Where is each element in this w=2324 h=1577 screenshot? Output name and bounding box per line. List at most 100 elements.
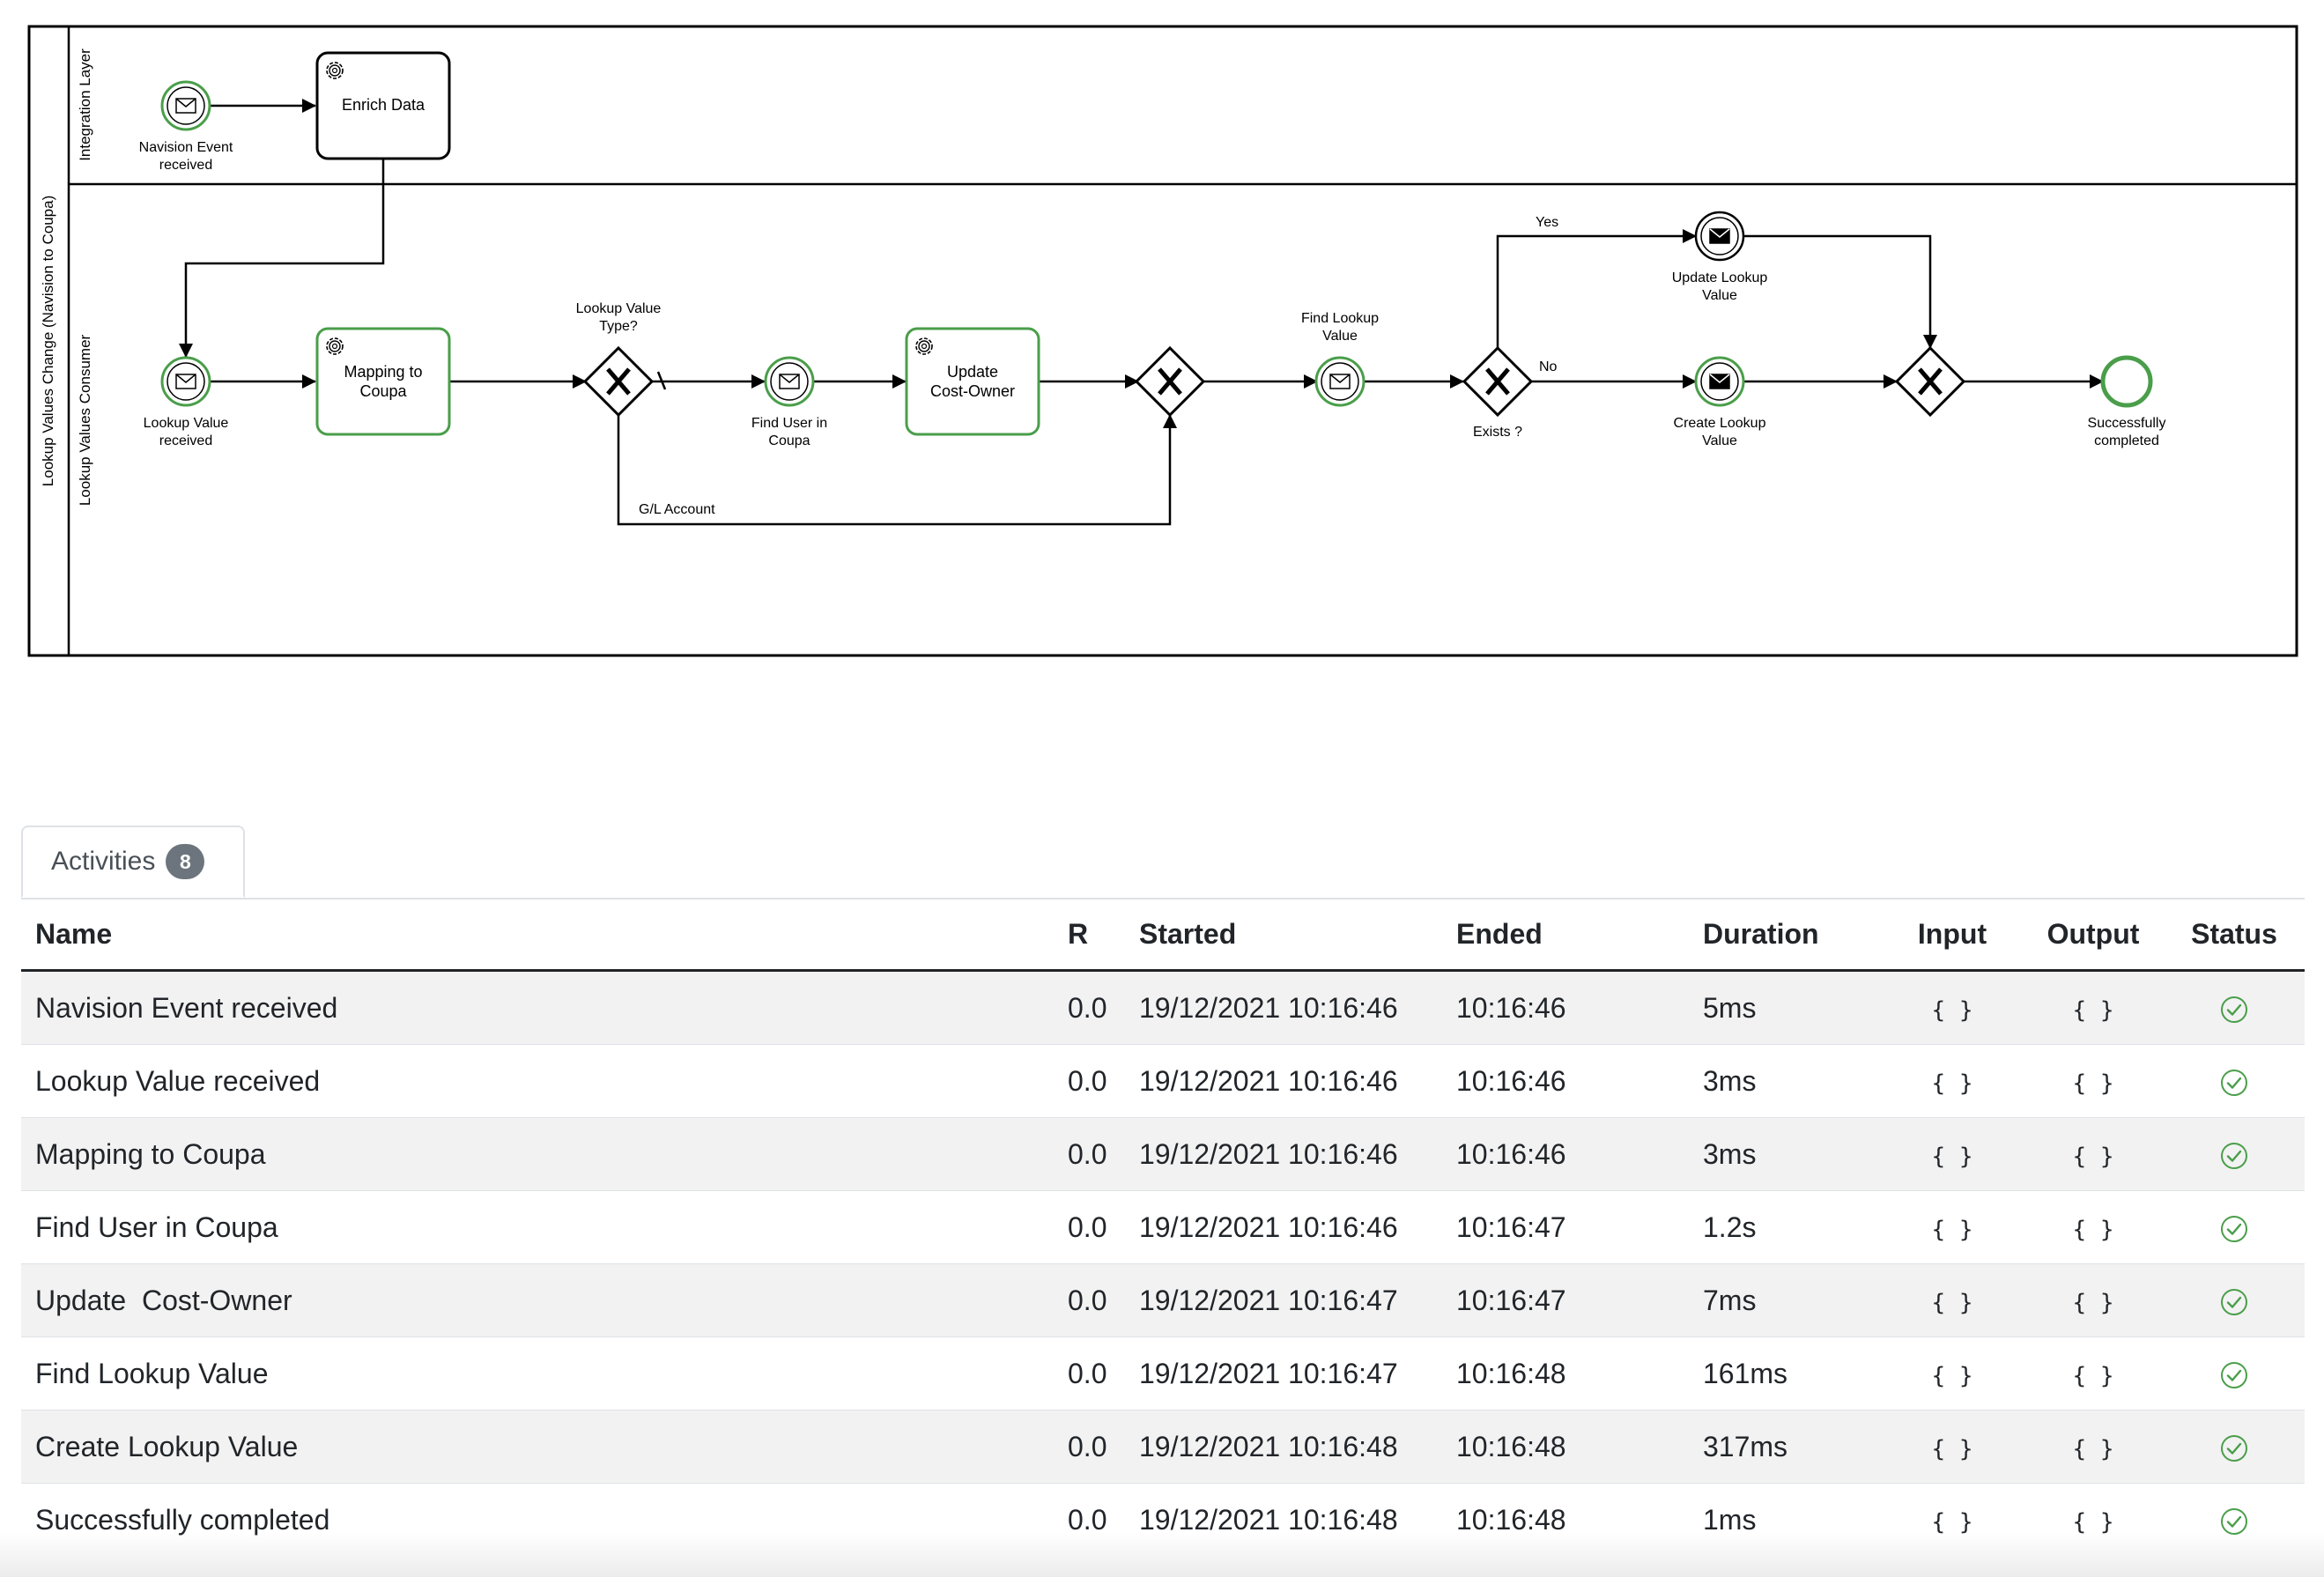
input-json-link[interactable]: { } <box>1931 1435 1973 1462</box>
tab-activities[interactable]: Activities 8 <box>21 826 245 898</box>
input-json-link[interactable]: { } <box>1931 1289 1973 1316</box>
cell-name: Find Lookup Value <box>21 1336 1054 1410</box>
column-header-name[interactable]: Name <box>21 899 1054 972</box>
cell-r: 0.0 <box>1054 1263 1125 1337</box>
input-json-link[interactable]: { } <box>1931 1143 1973 1170</box>
gateway-exists[interactable] <box>1462 345 1534 418</box>
cell-name: Lookup Value received <box>21 1044 1054 1118</box>
cell-status <box>2164 1190 2305 1264</box>
column-header-output[interactable]: Output <box>2023 899 2164 972</box>
message-event-find-user[interactable] <box>764 356 815 407</box>
column-header-r[interactable]: R <box>1054 899 1125 972</box>
gateway-merge-2[interactable] <box>1894 345 1966 418</box>
task-update-cost-owner[interactable] <box>905 327 1040 436</box>
column-header-ended[interactable]: Ended <box>1442 899 1689 972</box>
cell-started: 19/12/2021 10:16:47 <box>1125 1263 1442 1337</box>
output-json-link[interactable]: { } <box>2072 1216 2114 1243</box>
column-header-input[interactable]: Input <box>1882 899 2023 972</box>
end-event-successfully-completed[interactable] <box>2100 355 2153 408</box>
column-header-duration[interactable]: Duration <box>1689 899 1882 972</box>
cell-duration: 161ms <box>1689 1336 1882 1410</box>
cell-status <box>2164 970 2305 1045</box>
cell-status <box>2164 1410 2305 1484</box>
input-json-link[interactable]: { } <box>1931 1362 1973 1389</box>
lane-label-integration: Integration Layer <box>77 48 93 161</box>
cell-ended: 10:16:48 <box>1442 1483 1689 1556</box>
cell-input: { } <box>1882 1483 2023 1556</box>
cell-output: { } <box>2023 1044 2164 1118</box>
gateway-lookup-type[interactable] <box>582 345 655 418</box>
cell-r: 0.0 <box>1054 1410 1125 1484</box>
cell-started: 19/12/2021 10:16:46 <box>1125 1117 1442 1191</box>
output-json-link[interactable]: { } <box>2072 996 2114 1024</box>
cell-duration: 5ms <box>1689 970 1882 1045</box>
output-json-link[interactable]: { } <box>2072 1435 2114 1462</box>
cell-r: 0.0 <box>1054 1483 1125 1556</box>
cell-r: 0.0 <box>1054 1117 1125 1191</box>
task-mapping-to-coupa[interactable] <box>315 327 451 436</box>
cell-ended: 10:16:47 <box>1442 1190 1689 1264</box>
flow-label-no: No <box>1539 359 1558 374</box>
cell-started: 19/12/2021 10:16:46 <box>1125 1044 1442 1118</box>
check-circle-icon <box>2221 1508 2247 1536</box>
cell-input: { } <box>1882 1190 2023 1264</box>
cell-output: { } <box>2023 1190 2164 1264</box>
flow-label-yes: Yes <box>1536 215 1558 230</box>
check-circle-icon <box>2221 1289 2247 1316</box>
throw-event-update-lookup[interactable] <box>1694 211 1745 262</box>
start-event-navision[interactable] <box>160 80 211 131</box>
cell-status <box>2164 1336 2305 1410</box>
output-json-link[interactable]: { } <box>2072 1508 2114 1536</box>
throw-event-create-lookup[interactable] <box>1694 356 1745 407</box>
cell-input: { } <box>1882 1263 2023 1337</box>
task-enrich-data[interactable] <box>315 51 451 160</box>
input-json-link[interactable]: { } <box>1931 1508 1973 1536</box>
output-json-link[interactable]: { } <box>2072 1289 2114 1316</box>
cell-duration: 3ms <box>1689 1044 1882 1118</box>
message-event-find-lookup[interactable] <box>1314 356 1366 407</box>
input-json-link[interactable]: { } <box>1931 1070 1973 1097</box>
output-json-link[interactable]: { } <box>2072 1362 2114 1389</box>
input-json-link[interactable]: { } <box>1931 1216 1973 1243</box>
cell-started: 19/12/2021 10:16:48 <box>1125 1410 1442 1484</box>
input-json-link[interactable]: { } <box>1931 996 1973 1024</box>
tab-bar: Activities 8 <box>21 826 2305 900</box>
message-event-lookup-received[interactable] <box>160 356 211 407</box>
cell-started: 19/12/2021 10:16:48 <box>1125 1483 1442 1556</box>
cell-ended: 10:16:48 <box>1442 1336 1689 1410</box>
gateway-merge-1[interactable] <box>1134 345 1206 418</box>
cell-output: { } <box>2023 1263 2164 1337</box>
check-circle-icon <box>2221 1143 2247 1170</box>
lane-label-consumer: Lookup Values Consumer <box>77 334 93 506</box>
cell-output: { } <box>2023 1483 2164 1556</box>
cell-ended: 10:16:48 <box>1442 1410 1689 1484</box>
cell-ended: 10:16:46 <box>1442 1044 1689 1118</box>
column-header-started[interactable]: Started <box>1125 899 1442 972</box>
cell-input: { } <box>1882 970 2023 1045</box>
output-json-link[interactable]: { } <box>2072 1070 2114 1097</box>
cell-name: Navision Event received <box>21 970 1054 1045</box>
cell-duration: 1ms <box>1689 1483 1882 1556</box>
cell-input: { } <box>1882 1410 2023 1484</box>
column-header-status[interactable]: Status <box>2164 899 2305 972</box>
envelope-filled-icon <box>1709 374 1730 389</box>
activities-count-badge: 8 <box>166 844 205 879</box>
check-circle-icon <box>2221 1216 2247 1243</box>
check-circle-icon <box>2221 1362 2247 1389</box>
check-circle-icon <box>2221 1070 2247 1097</box>
cell-output: { } <box>2023 1410 2164 1484</box>
output-json-link[interactable]: { } <box>2072 1143 2114 1170</box>
